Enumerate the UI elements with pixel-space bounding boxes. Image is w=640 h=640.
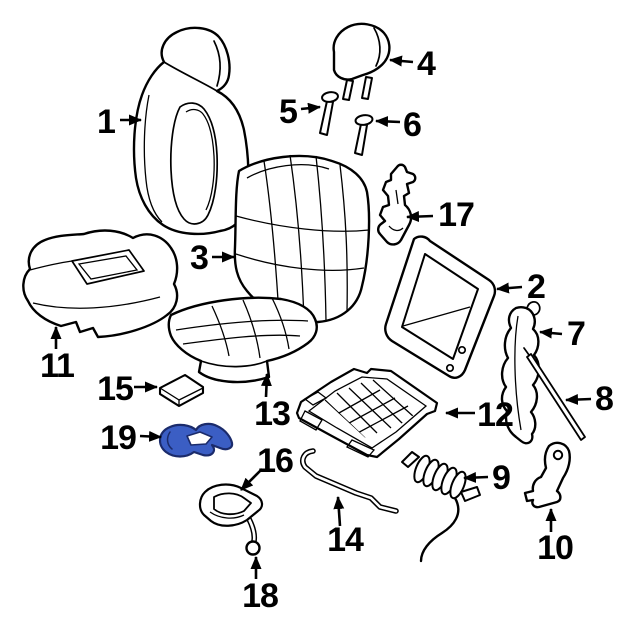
callout-label-14: 14 — [327, 521, 364, 559]
part-12-seat-pan-drawing — [295, 367, 439, 459]
callout-arrow-14 — [333, 496, 345, 527]
part-5-headrest-guide-pin-drawing — [319, 91, 339, 136]
part-6-headrest-guide-pin-drawing — [354, 114, 374, 156]
callout-arrow-4 — [389, 55, 414, 67]
callout-arrow-17 — [406, 211, 434, 223]
callout-label-8: 8 — [595, 380, 614, 418]
part-14-support-wire-drawing — [300, 448, 399, 514]
callout-arrow-13 — [260, 373, 272, 398]
part-10-mount-bracket-drawing — [523, 441, 571, 509]
callout-arrow-5 — [300, 102, 321, 114]
callout-label-13: 13 — [254, 395, 291, 433]
callout-label-4: 4 — [417, 45, 436, 83]
callout-label-2: 2 — [527, 268, 546, 306]
callout-label-15: 15 — [97, 370, 134, 408]
callout-label-9: 9 — [492, 459, 511, 497]
callout-label-3: 3 — [190, 239, 209, 277]
callout-label-18: 18 — [242, 577, 279, 615]
callout-label-12: 12 — [477, 396, 514, 434]
callout-arrow-16 — [240, 468, 263, 491]
callout-label-19: 19 — [100, 419, 137, 457]
callout-label-7: 7 — [567, 315, 586, 353]
part-2-seat-back-frame-drawing — [384, 235, 497, 379]
part-19-highlighted-trim-drawing — [159, 422, 234, 458]
callout-label-16: 16 — [257, 442, 294, 480]
part-4-headrest-drawing — [332, 22, 391, 101]
part-8-support-rod-drawing — [523, 347, 586, 441]
callout-arrow-7 — [539, 327, 563, 339]
part-11-seat-cushion-pad-drawing — [22, 229, 179, 339]
callout-arrow-6 — [375, 116, 401, 127]
part-13-seat-cushion-cover-drawing — [167, 296, 318, 384]
part-9-lumbar-spring-drawing — [401, 451, 481, 563]
part-16-recliner-handle-drawing — [198, 483, 264, 544]
part-7-seat-side-pad-drawing — [500, 301, 541, 445]
callout-label-10: 10 — [537, 529, 574, 567]
callout-label-11: 11 — [40, 347, 75, 385]
callout-arrow-9 — [463, 472, 489, 483]
callout-label-1: 1 — [97, 103, 116, 141]
part-18-handle-ring-drawing — [245, 540, 261, 556]
part-15-spacer-block-drawing — [158, 373, 205, 408]
callout-label-17: 17 — [438, 196, 475, 234]
callout-arrow-2 — [496, 282, 523, 294]
callout-arrow-8 — [565, 394, 592, 406]
part-3-seat-back-pad-drawing — [233, 154, 371, 324]
callout-arrow-19 — [139, 430, 162, 442]
callout-label-6: 6 — [403, 106, 422, 144]
callout-label-5: 5 — [279, 93, 298, 131]
